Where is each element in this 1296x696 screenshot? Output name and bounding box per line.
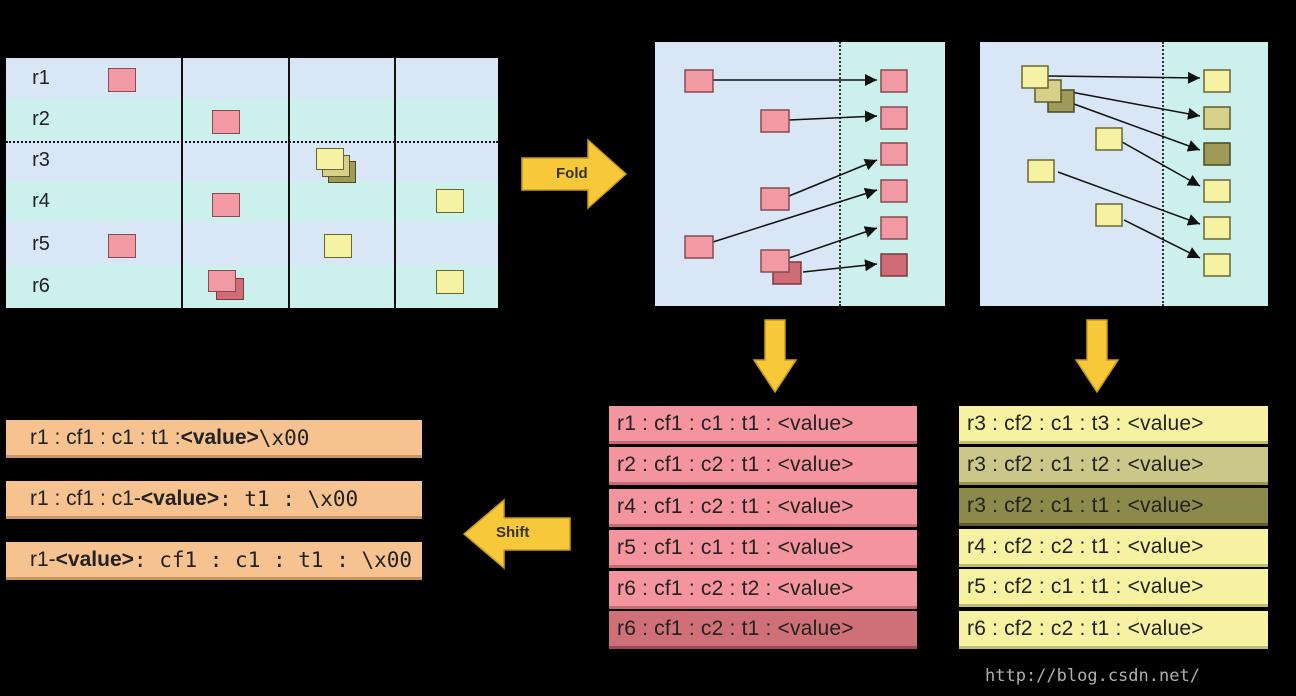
shift-label: Shift bbox=[496, 524, 530, 541]
table-row: r2 bbox=[6, 99, 498, 140]
family-divider bbox=[6, 141, 498, 143]
key-value-row: r5 : cf1 : c1 : t1 : <value> bbox=[609, 530, 917, 568]
down-arrow-cf1 bbox=[752, 319, 798, 394]
cell-value bbox=[436, 270, 464, 294]
key-value-row: r3 : cf2 : c1 : t2 : <value> bbox=[959, 447, 1268, 485]
shifted-key-row: r1 : cf1 : c1-<value> : t1 : \x00 bbox=[6, 481, 422, 519]
key-value-row: r4 : cf1 : c2 : t1 : <value> bbox=[609, 489, 917, 527]
key-value-row: r3 : cf2 : c1 : t1 : <value> bbox=[959, 488, 1268, 526]
column-divider bbox=[181, 58, 183, 308]
key-value-row: r1 : cf1 : c1 : t1 : <value> bbox=[609, 406, 917, 444]
key-value-row: r2 : cf1 : c2 : t1 : <value> bbox=[609, 447, 917, 485]
cell-value bbox=[212, 193, 240, 217]
row-label: r5 bbox=[32, 233, 50, 255]
shifted-key-row: r1-<value> : cf1 : c1 : t1 : \x00 bbox=[6, 542, 422, 580]
key-value-row: r6 : cf1 : c2 : t1 : <value> bbox=[609, 611, 917, 649]
logical-table: r1 r2 r3 r4 r5 r6 bbox=[6, 58, 498, 308]
table-row: r4 bbox=[6, 181, 498, 222]
shift-arrow bbox=[462, 498, 571, 570]
cell-version bbox=[316, 148, 344, 170]
row-label: r6 bbox=[32, 275, 50, 297]
key-value-row: r4 : cf2 : c2 : t1 : <value> bbox=[959, 529, 1268, 567]
key-prefix: r1 : cf1 : c1- bbox=[30, 486, 141, 510]
key-value: <value> bbox=[140, 486, 220, 510]
cell-value bbox=[108, 234, 136, 258]
table-row: r3 bbox=[6, 140, 498, 181]
key-value: <value> bbox=[55, 547, 134, 571]
cell-value bbox=[212, 110, 240, 134]
table-row: r6 bbox=[6, 265, 498, 308]
key-value-row: r6 : cf2 : c2 : t1 : <value> bbox=[959, 611, 1268, 649]
cell-version bbox=[208, 270, 236, 292]
table-row: r5 bbox=[6, 224, 498, 265]
fold-links-cf2 bbox=[1021, 65, 1231, 277]
row-label: r4 bbox=[32, 190, 50, 212]
row-label: r2 bbox=[32, 108, 50, 130]
column-divider bbox=[288, 58, 290, 308]
cell-value bbox=[108, 68, 136, 92]
row-label: r1 bbox=[32, 67, 50, 89]
key-prefix: r1- bbox=[30, 547, 56, 571]
table-row: r1 bbox=[6, 58, 498, 99]
key-value: <value> bbox=[180, 425, 259, 449]
row-label: r3 bbox=[32, 149, 50, 171]
key-value-row: r5 : cf2 : c1 : t1 : <value> bbox=[959, 569, 1268, 607]
cell-value bbox=[324, 234, 352, 258]
watermark: http://blog.csdn.net/ bbox=[985, 666, 1200, 686]
column-divider bbox=[394, 58, 396, 308]
shifted-key-row: r1 : cf1 : c1 : t1 : <value> \x00 bbox=[6, 420, 422, 458]
cell-value bbox=[436, 189, 464, 213]
down-arrow-cf2 bbox=[1074, 319, 1120, 394]
key-value-row: r6 : cf1 : c2 : t2 : <value> bbox=[609, 571, 917, 609]
fold-label: Fold bbox=[556, 165, 588, 182]
fold-arrow bbox=[521, 138, 628, 210]
key-prefix: r1 : cf1 : c1 : t1 : bbox=[30, 425, 181, 449]
key-suffix: : cf1 : c1 : t1 : \x00 bbox=[133, 547, 413, 572]
key-suffix: : t1 : \x00 bbox=[219, 486, 359, 511]
fold-links-cf1 bbox=[684, 69, 908, 285]
key-suffix: \x00 bbox=[258, 425, 310, 450]
key-value-row: r3 : cf2 : c1 : t3 : <value> bbox=[959, 406, 1268, 444]
